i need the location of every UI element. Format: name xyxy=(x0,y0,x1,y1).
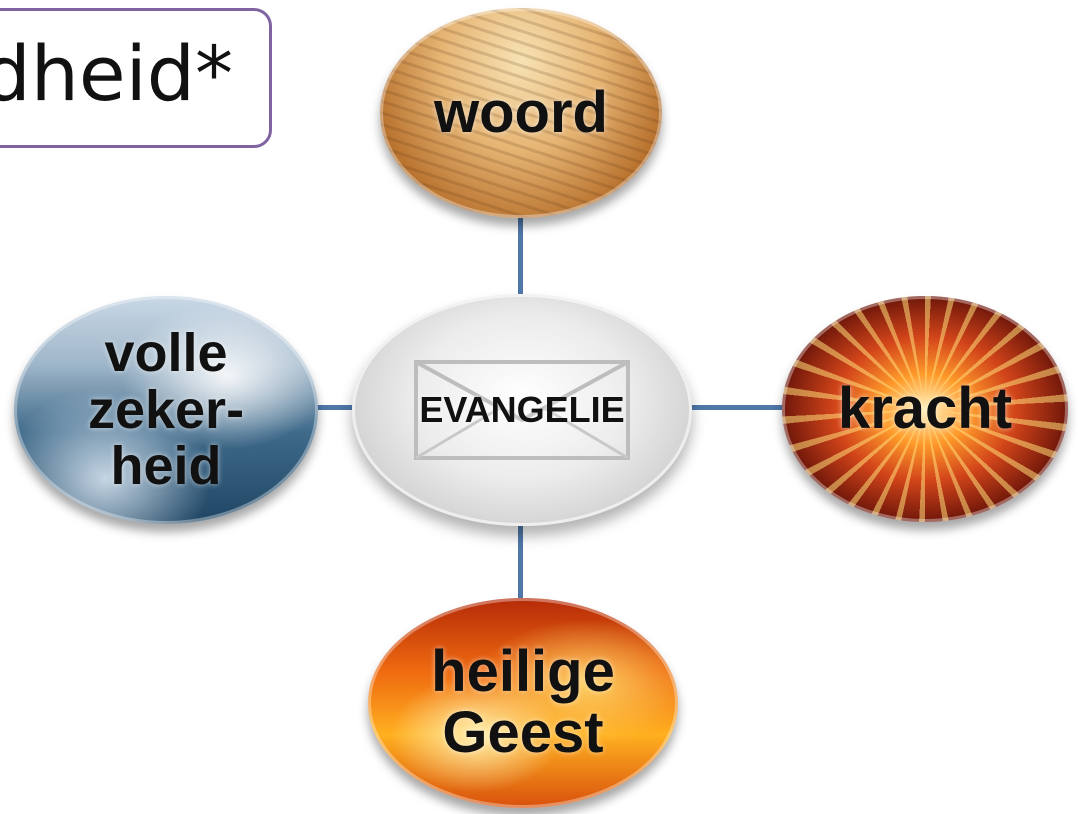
node-evangelie: EVANGELIE xyxy=(352,294,692,526)
node-heilige-geest-label: heilige Geest xyxy=(431,639,615,765)
connector-bottom xyxy=(518,520,523,604)
node-heilige-geest: heilige Geest xyxy=(368,598,678,808)
connector-left xyxy=(312,405,356,410)
envelope-icon xyxy=(414,360,630,460)
title-box: dheid* xyxy=(0,8,272,148)
node-volle-zekerheid-label: volle zeker- heid xyxy=(87,322,245,497)
node-woord-label: woord xyxy=(434,79,608,145)
title-text: dheid* xyxy=(0,29,233,118)
node-kracht: kracht xyxy=(782,296,1068,522)
node-kracht-label: kracht xyxy=(837,375,1013,441)
node-evangelie-label: EVANGELIE xyxy=(419,389,625,431)
connector-right xyxy=(690,405,786,410)
connector-top xyxy=(518,212,523,298)
node-woord: woord xyxy=(380,8,662,218)
node-volle-zekerheid: volle zeker- heid xyxy=(14,296,318,524)
